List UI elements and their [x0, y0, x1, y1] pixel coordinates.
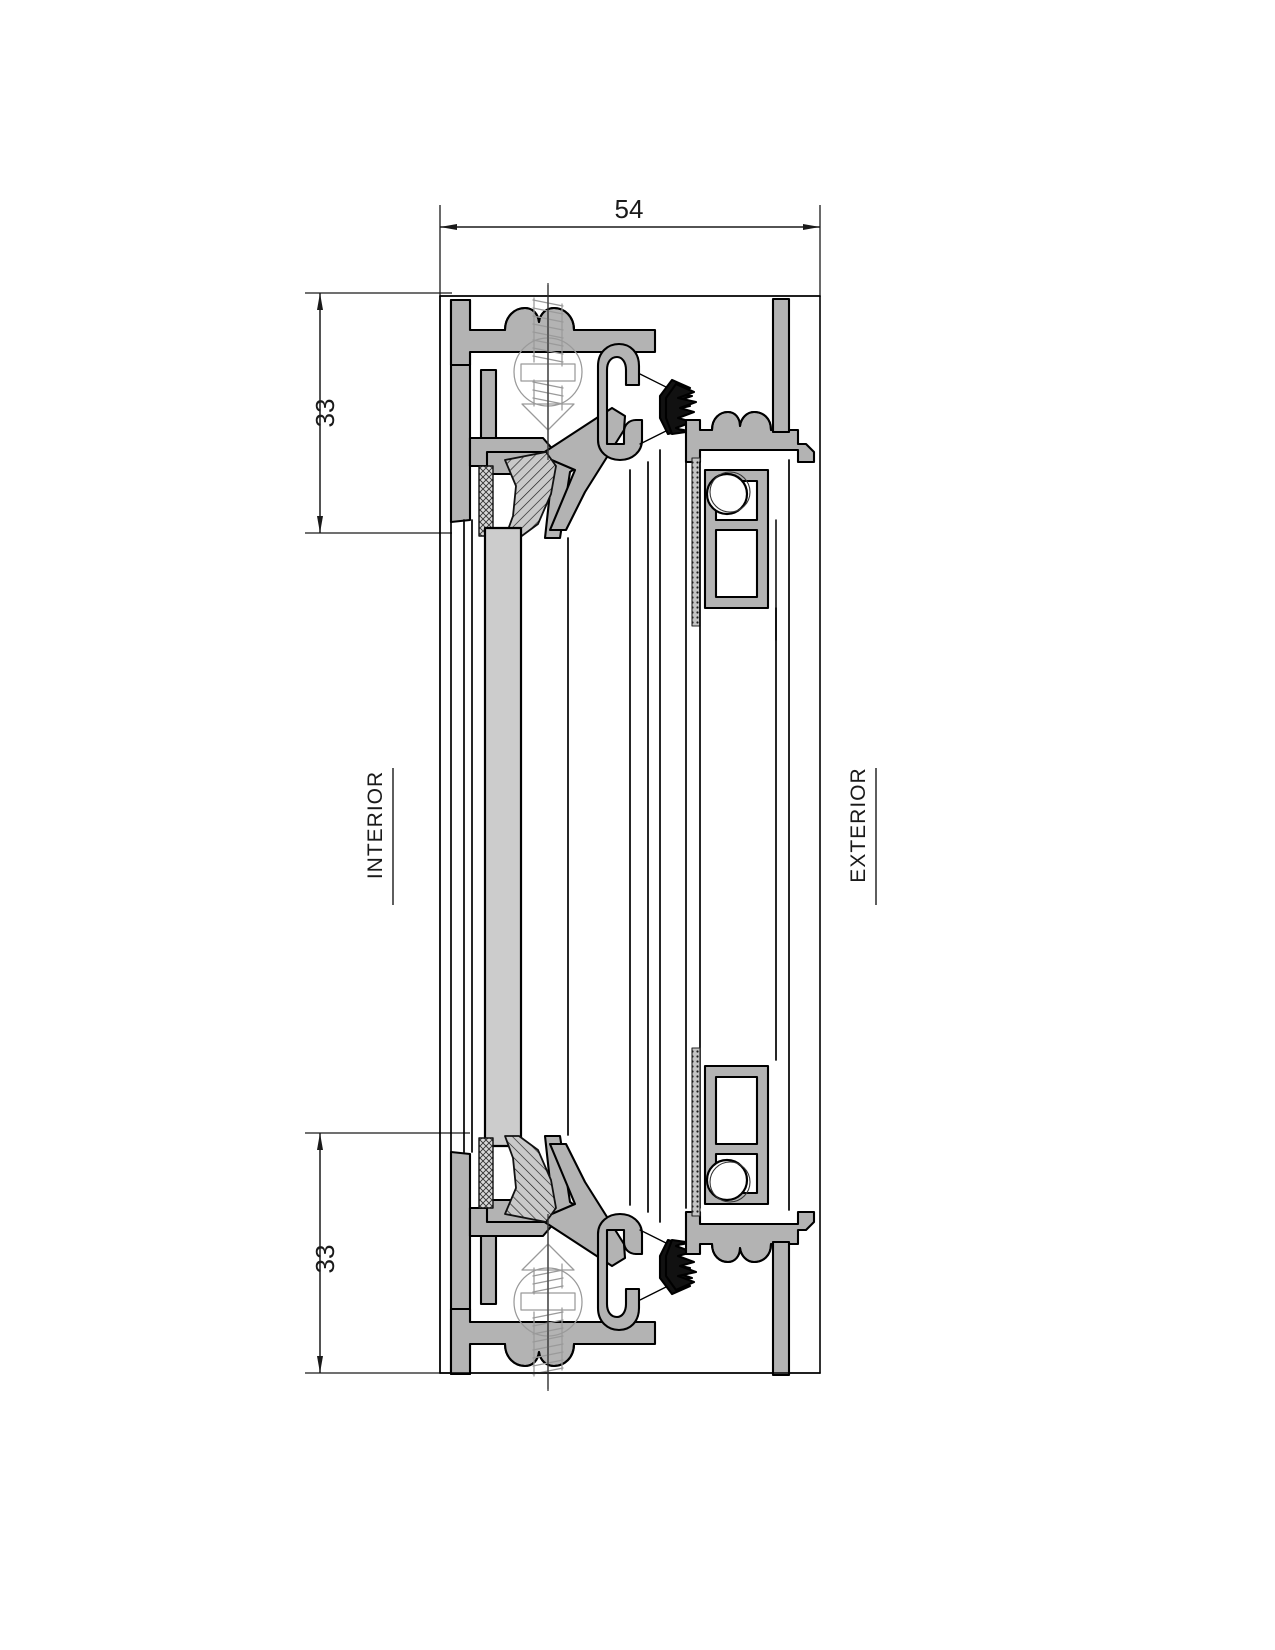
lock-roller-bottom-inner	[709, 1161, 751, 1203]
label-interior: INTERIOR	[364, 771, 387, 879]
glazing-gasket-bottom	[504, 1135, 557, 1223]
dimension-lower-height	[305, 1132, 470, 1374]
dimension-overall-width	[439, 205, 821, 296]
middle-glazing-zone	[439, 295, 790, 1374]
label-interior-group: INTERIOR	[364, 768, 394, 905]
lock-roller-top	[705, 472, 749, 516]
dimension-value-54: 54	[615, 194, 644, 224]
arrow-up	[317, 293, 323, 310]
lock-roller-bottom	[705, 1158, 749, 1202]
bottom-half	[449, 1047, 816, 1390]
arrow-down-lower	[317, 1356, 323, 1373]
thermal-break-top	[691, 457, 701, 627]
label-exterior: EXTERIOR	[847, 767, 870, 882]
glass-unit	[483, 526, 523, 1148]
sash-hook-right-top	[596, 342, 644, 462]
sash-hook-right-bottom	[596, 1212, 644, 1332]
lock-roller-top-inner	[709, 471, 751, 513]
top-half	[449, 284, 816, 641]
frame-clip-hook-bottom	[711, 1243, 772, 1263]
frame-exterior-leg-bottom	[771, 1240, 791, 1377]
dimension-value-33-upper: 33	[310, 399, 340, 428]
dimension-upper-height	[305, 292, 452, 534]
arrow-left	[440, 224, 457, 230]
section-outer-edges	[439, 295, 821, 1374]
frame-exterior-leg-top	[771, 297, 791, 434]
glazing-gasket-top	[504, 451, 557, 539]
frame-clip-hook-top	[711, 411, 772, 431]
arrow-up-lower	[317, 1133, 323, 1150]
glass-edge-gasket-bottom	[478, 1137, 494, 1209]
arrow-right	[803, 224, 820, 230]
profile-section	[439, 284, 821, 1390]
label-exterior-group: EXTERIOR	[847, 767, 877, 905]
thermal-break-bottom	[691, 1047, 701, 1217]
arrow-down	[317, 516, 323, 533]
glass-edge-gasket-top	[478, 465, 494, 537]
dimension-value-33-lower: 33	[310, 1245, 340, 1274]
